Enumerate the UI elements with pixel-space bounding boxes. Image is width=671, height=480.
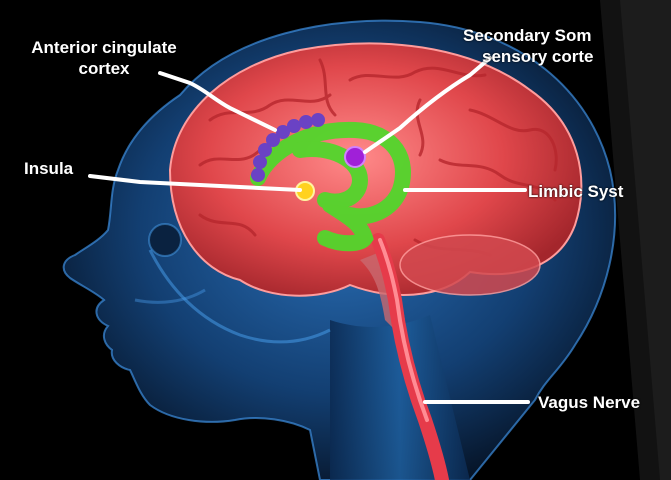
limbic-system-label: Limbic Syst	[528, 181, 623, 202]
insula-label: Insula	[24, 158, 73, 179]
secondary-somatosensory-dot	[345, 147, 365, 167]
secondary-somatosensory-label-line2: sensory corte	[463, 46, 671, 67]
anterior-cingulate-label: Anterior cingulate cortex	[6, 37, 202, 79]
vagus-nerve-label: Vagus Nerve	[538, 392, 640, 413]
cerebellum	[400, 235, 540, 295]
eye-socket	[149, 224, 181, 256]
anterior-cingulate-label-line2: cortex	[6, 58, 202, 79]
secondary-somatosensory-label-line1: Secondary Som	[463, 25, 671, 46]
secondary-somatosensory-label: Secondary Som sensory corte	[463, 25, 671, 67]
anterior-cingulate-label-line1: Anterior cingulate	[6, 37, 202, 58]
